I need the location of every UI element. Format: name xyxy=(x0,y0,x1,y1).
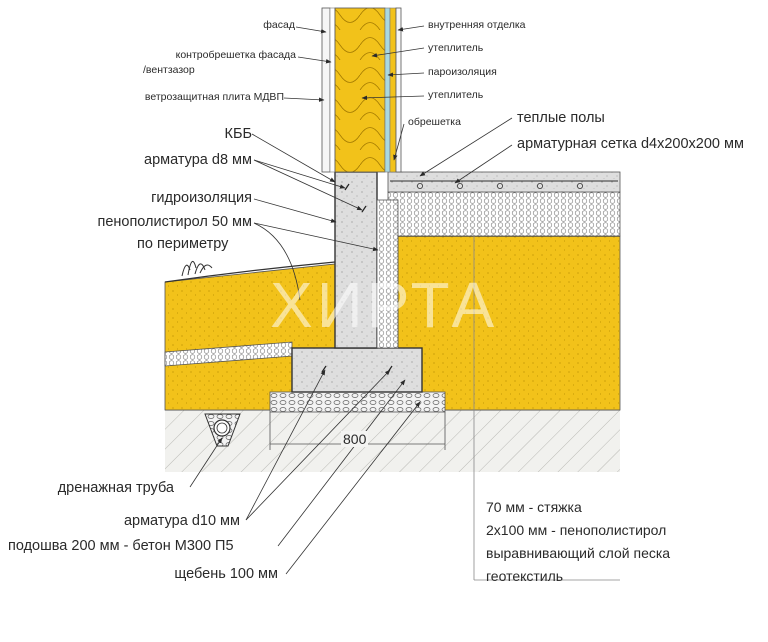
floor-screed xyxy=(387,171,621,193)
facade-board xyxy=(321,7,331,173)
floor-eps xyxy=(387,191,621,237)
label-inner-finish: внутренняя отделка xyxy=(428,19,526,31)
label-eps: пенополистирол 50 мм xyxy=(97,214,252,230)
label-drain-pipe: дренажная труба xyxy=(57,480,174,496)
label-lathing: обрешетка xyxy=(408,116,461,128)
label-warm-floor: теплые полы xyxy=(517,110,605,126)
native-ground xyxy=(165,410,620,472)
label-kbb: КББ xyxy=(224,126,252,142)
label-eps-perimeter: по периметру xyxy=(137,236,229,252)
dimension-800: 800 xyxy=(341,431,369,447)
perimeter-eps xyxy=(376,199,399,349)
watermark: ХИРТА xyxy=(270,269,499,341)
footing xyxy=(291,347,423,393)
vapor-barrier xyxy=(384,7,391,173)
floor-layers-note: 70 мм - стяжка 2х100 мм - пенополистирол… xyxy=(486,496,670,588)
label-counter-batten: контробрешетка фасада xyxy=(175,49,296,61)
label-rebar-d8: арматура d8 мм xyxy=(144,152,252,168)
label-vent-gap: /вентзазор xyxy=(143,64,195,76)
label-gravel: щебень 100 мм xyxy=(174,566,278,582)
label-waterproofing: гидроизоляция xyxy=(151,190,252,206)
floor-layer: 2х100 мм - пенополистирол xyxy=(486,522,667,538)
floor-layer: геотекстиль xyxy=(486,568,564,584)
label-facade: фасад xyxy=(263,19,295,31)
floor-layer: выравнивающий слой песка xyxy=(486,545,671,561)
heating-pipes xyxy=(416,182,584,189)
floor-layer: 70 мм - стяжка xyxy=(486,499,582,515)
label-footing: подошва 200 мм - бетон М300 П5 xyxy=(8,538,234,554)
grass-icon xyxy=(181,260,213,277)
label-rebar-d10: арматура d10 мм xyxy=(123,513,240,529)
gravel-bed xyxy=(269,391,446,413)
label-insulation-2: утеплитель xyxy=(428,89,484,101)
label-insulation-1: утеплитель xyxy=(428,42,484,54)
label-wind-board: ветрозащитная плита МДВП xyxy=(144,91,284,103)
wall-insulation xyxy=(334,7,386,173)
label-mesh: арматурная сетка d4х200х200 мм xyxy=(517,136,744,152)
inner-finish xyxy=(395,7,402,173)
label-vapor-barrier: пароизоляция xyxy=(428,66,497,78)
interior-sand xyxy=(397,235,621,411)
drain-pipe-icon xyxy=(204,413,241,447)
